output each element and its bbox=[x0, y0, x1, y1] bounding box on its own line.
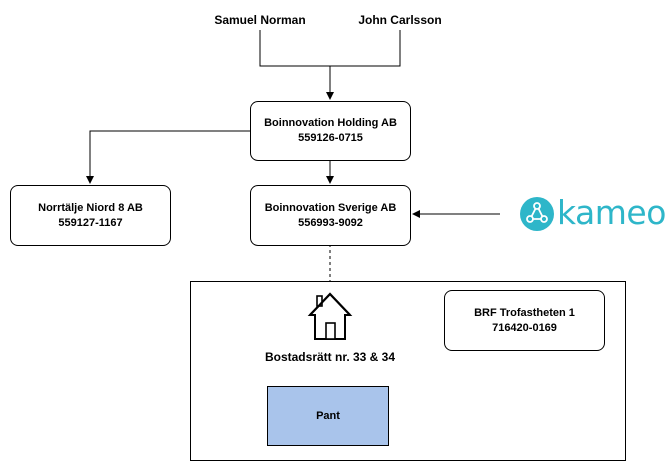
brf-org-number: 716420-0169 bbox=[492, 321, 557, 334]
brf-box: BRF Trofastheten 1 716420-0169 bbox=[444, 290, 605, 351]
house-icon bbox=[307, 292, 353, 340]
kameo-logo-icon bbox=[520, 197, 554, 231]
owner-samuel-norman: Samuel Norman bbox=[214, 13, 306, 27]
norrtalje-company-org-number: 559127-1167 bbox=[58, 216, 123, 229]
holding-to-norrtalje-arrow bbox=[86, 130, 250, 184]
norrtalje-company-box: Norrtälje Niord 8 AB 559127-1167 bbox=[10, 185, 171, 246]
owners-to-holding-connector bbox=[259, 30, 401, 99]
holding-company-name: Boinnovation Holding AB bbox=[264, 117, 397, 129]
pant-box: Pant bbox=[267, 386, 389, 446]
norrtalje-company-name: Norrtälje Niord 8 AB bbox=[38, 201, 143, 214]
holding-company-org-number: 559126-0715 bbox=[298, 132, 363, 144]
sverige-company-box: Boinnovation Sverige AB 556993-9092 bbox=[250, 185, 411, 246]
brf-name: BRF Trofastheten 1 bbox=[474, 306, 575, 319]
sverige-company-name: Boinnovation Sverige AB bbox=[264, 201, 397, 214]
sverige-company-org-number: 556993-9092 bbox=[298, 216, 363, 229]
holding-company-box: Boinnovation Holding AB 559126-0715 bbox=[250, 101, 411, 161]
property-label: Bostadsrätt nr. 33 & 34 bbox=[264, 350, 396, 364]
kameo-wordmark: kameo bbox=[557, 193, 665, 232]
owner-john-carlsson: John Carlsson bbox=[358, 13, 442, 27]
